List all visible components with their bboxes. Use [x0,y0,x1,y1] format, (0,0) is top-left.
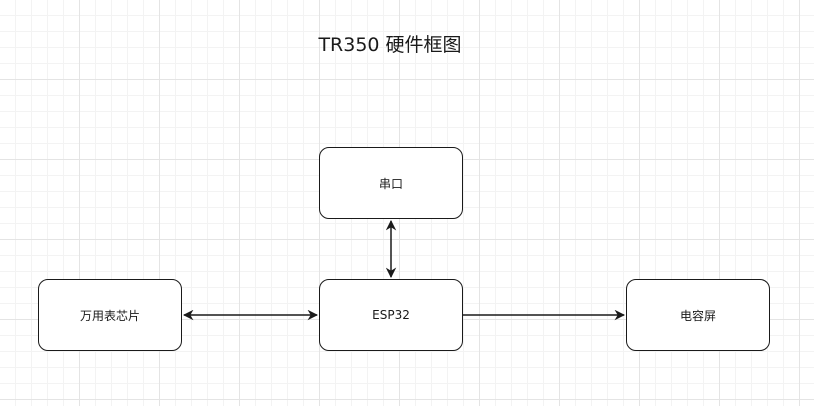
node-multimeter-chip-label: 万用表芯片 [79,308,140,323]
node-serial-port-label: 串口 [378,176,403,191]
node-capacitive-screen[interactable]: 电容屏 [626,279,770,351]
node-serial-port[interactable]: 串口 [319,147,463,219]
node-capacitive-screen-label: 电容屏 [679,308,716,323]
diagram-title: TR350 硬件框图 [318,34,462,56]
node-multimeter-chip[interactable]: 万用表芯片 [38,279,182,351]
node-esp32-label: ESP32 [372,308,410,322]
node-esp32[interactable]: ESP32 [319,279,463,351]
